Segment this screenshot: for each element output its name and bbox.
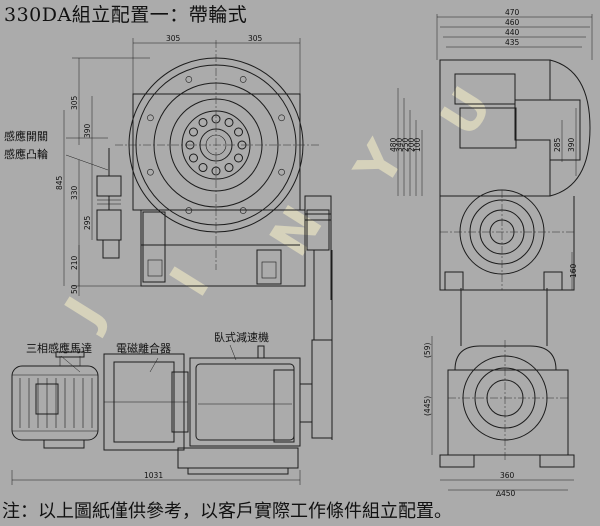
dim-100: 100 (413, 137, 422, 152)
dim-470: 470 (505, 8, 520, 17)
right-lower-view (431, 336, 575, 491)
dim-845: 845 (55, 175, 64, 190)
svg-text:I: I (158, 256, 222, 306)
dim-445: (445) (423, 396, 432, 416)
clutch-brake-label: 電磁離合器 (116, 341, 171, 355)
limit-switch-label: 感應開關 (4, 129, 48, 143)
front-view (65, 40, 332, 300)
dim-1031: 1031 (144, 471, 163, 480)
watermark: J I N Y U (50, 76, 504, 340)
dim-390: 390 (83, 123, 92, 138)
svg-text:U: U (428, 76, 505, 147)
dim-59: (59) (423, 343, 432, 358)
three-phase-motor-label: 三相感應馬達 (26, 341, 92, 355)
dim-50: 50 (70, 284, 79, 294)
dim-480: 480 (389, 137, 398, 152)
dim-305-vertical: 305 (70, 95, 79, 110)
dim-210: 210 (70, 255, 79, 270)
svg-text:N: N (258, 195, 335, 267)
right-elevation (397, 14, 593, 346)
dim-360: 360 (500, 471, 515, 480)
right-elevation-dimensions: 470 460 440 435 480 340 250 200 100 285 … (389, 8, 578, 278)
dim-305-right: 305 (248, 34, 263, 43)
reducer-label: 臥式減速機 (214, 330, 269, 344)
right-lower-dimensions: (59) (445) 360 ∆450 (423, 343, 516, 498)
dim-390b: 390 (567, 137, 576, 152)
sensing-cam-label: 感應凸輪 (4, 147, 48, 161)
front-view-dimensions: 305 305 305 390 845 330 295 210 50 (55, 34, 301, 296)
dim-450: ∆450 (495, 489, 516, 498)
dim-435: 435 (505, 38, 520, 47)
dim-250: 250 (401, 137, 410, 152)
dim-200: 200 (407, 137, 416, 152)
drawing-title: 330DA組立配置一：帶輪式 (4, 4, 248, 26)
side-view (11, 250, 333, 485)
dim-160: 160 (569, 263, 578, 278)
dim-340: 340 (395, 137, 404, 152)
dim-330: 330 (70, 185, 79, 200)
dim-460: 460 (505, 18, 520, 27)
svg-text:J: J (50, 286, 116, 340)
footnote: 注：以上圖紙僅供參考，以客戶實際工作條件組立配置。 (2, 501, 452, 522)
dim-285: 285 (553, 137, 562, 152)
dim-440: 440 (505, 28, 520, 37)
dim-295: 295 (83, 215, 92, 230)
dim-305-left: 305 (166, 34, 181, 43)
